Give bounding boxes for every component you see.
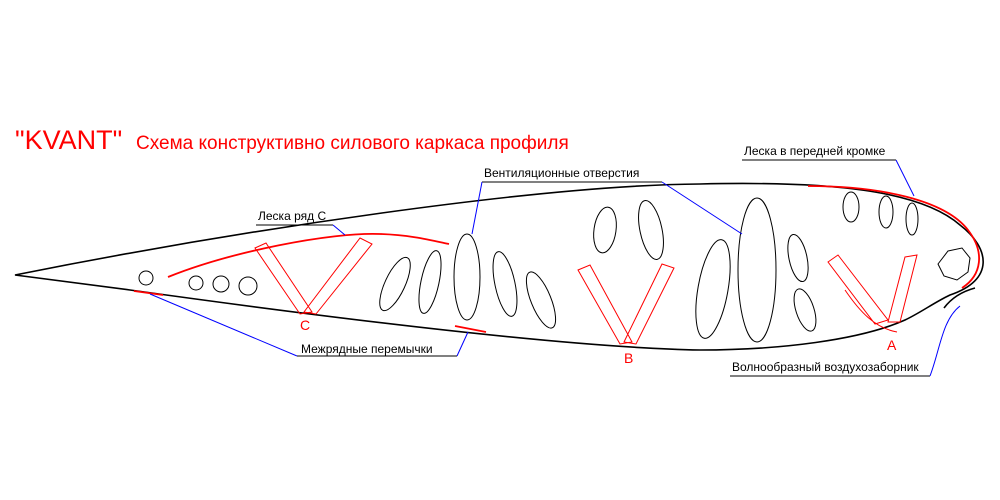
hole-polygon — [937, 247, 971, 281]
hole-oval — [737, 197, 777, 343]
hole-round — [212, 275, 230, 293]
hole-oval — [695, 239, 731, 339]
hole-oval — [492, 251, 518, 317]
callout-ventilation-holes: Вентиляционные отверстия — [484, 166, 639, 180]
hole-oval — [905, 202, 919, 236]
hole-oval — [638, 200, 664, 260]
hole-oval — [793, 288, 817, 332]
leader-air-intake — [929, 305, 961, 377]
rib-a-struct — [827, 254, 918, 333]
airfoil-outline — [14, 182, 984, 351]
rib-b-struct — [577, 263, 675, 345]
row-c-line — [167, 232, 450, 278]
leader-ventilation-left — [471, 181, 483, 235]
cross-tie-tail — [133, 290, 164, 296]
leader-leading-edge — [895, 159, 915, 197]
callout-air-intake: Волнообразный воздухозаборник — [732, 360, 919, 374]
rib-label-c: C — [300, 317, 310, 333]
leader-cross-tie-tail — [149, 293, 298, 357]
cross-tie-bottom — [454, 325, 487, 333]
leader-ventilation-right — [661, 181, 743, 235]
callout-leading-edge-line: Леска в передней кромке — [744, 144, 886, 158]
callout-row-c-line: Леска ряд С — [258, 209, 326, 223]
rib-label-a: A — [887, 337, 897, 353]
hole-oval — [878, 195, 894, 229]
ventilation-holes — [138, 191, 971, 343]
hole-oval — [593, 206, 617, 254]
hole-oval — [842, 191, 860, 223]
leading-edge-line — [807, 185, 980, 289]
hole-oval — [379, 256, 411, 312]
hole-oval — [525, 271, 557, 329]
rib-label-b: B — [624, 350, 633, 366]
hole-round — [138, 270, 154, 286]
air-intake-lip — [943, 287, 976, 309]
title-text: Схема конструктивно силового каркаса про… — [136, 133, 569, 154]
rib-c-struct — [254, 237, 373, 315]
leader-cross-tie-bottom — [456, 331, 469, 357]
hole-oval — [418, 250, 442, 314]
hole-round — [188, 275, 204, 291]
callout-cross-ties: Межрядные перемычки — [301, 342, 433, 356]
title-brand: "KVANT" — [15, 125, 122, 155]
hole-oval — [453, 233, 481, 321]
leader-row-c — [332, 224, 346, 236]
hole-round — [238, 276, 258, 296]
hole-oval — [787, 233, 809, 283]
